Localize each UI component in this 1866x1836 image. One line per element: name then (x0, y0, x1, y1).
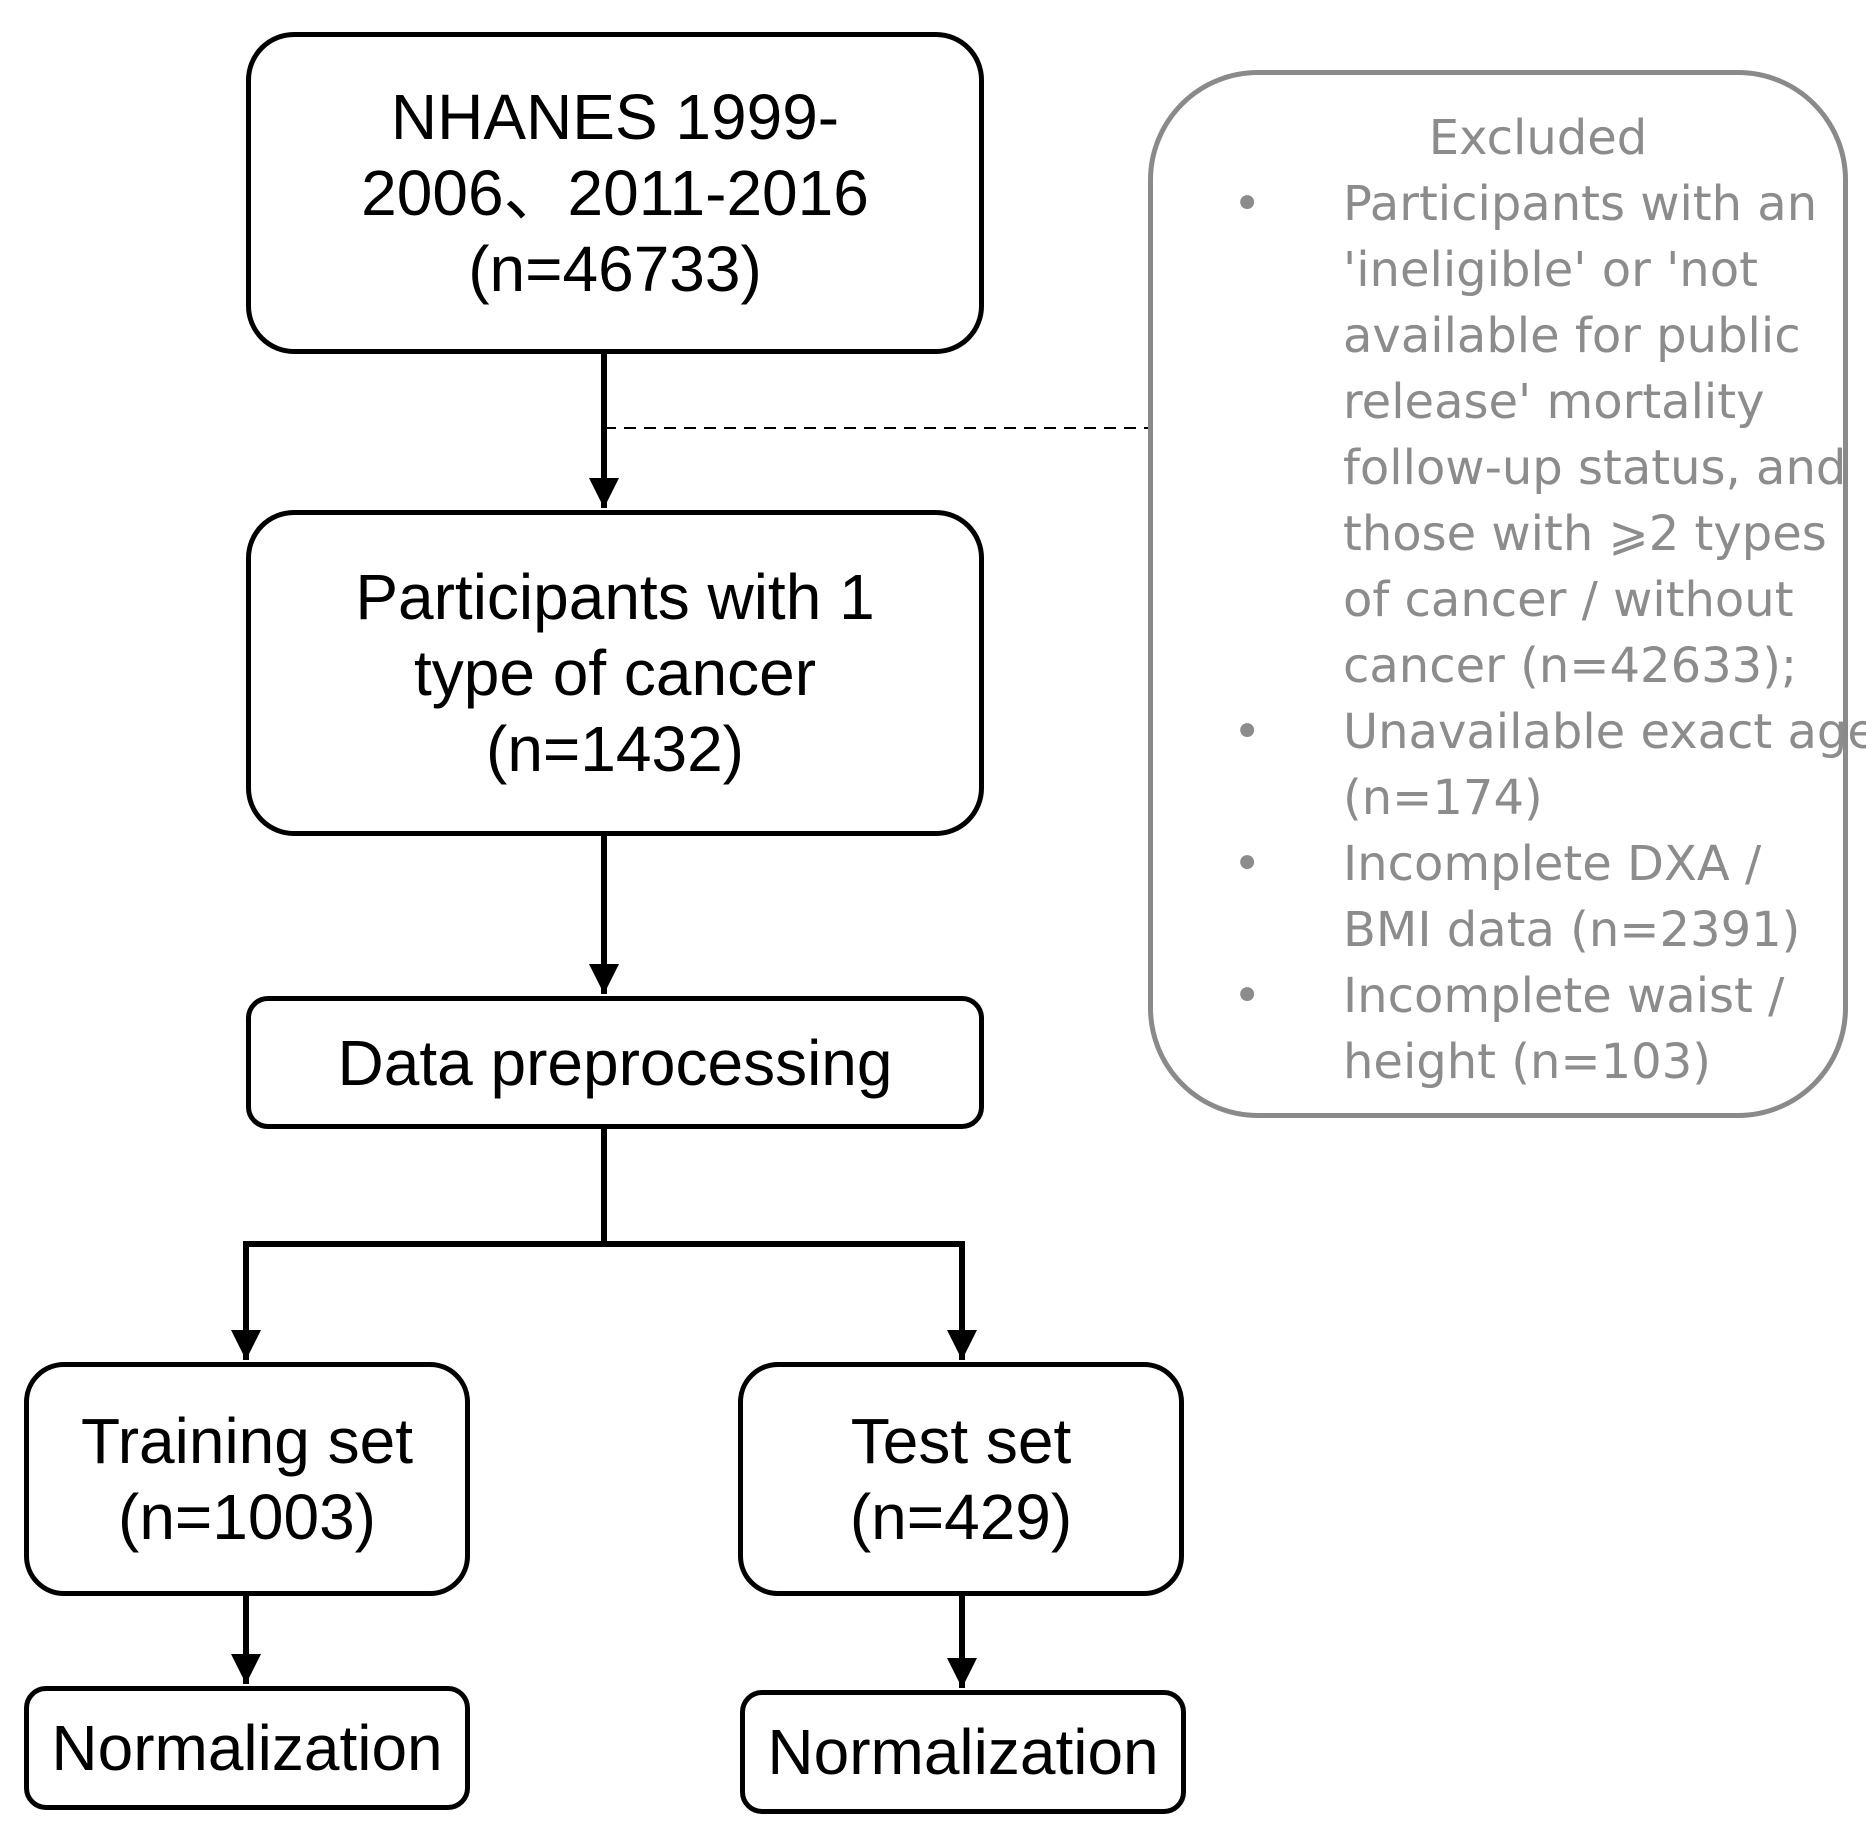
nhanes-line-2: 2006、2011-2016 (361, 157, 869, 229)
excluded-box: Excluded • Participants with an 'ineligi… (1148, 70, 1866, 1118)
one-cancer-line-2: type of cancer (414, 637, 816, 709)
normalization-right-label: Normalization (767, 1716, 1159, 1788)
preprocessing-box: Data preprocessing (246, 996, 984, 1129)
nhanes-line-3: (n=46733) (468, 233, 762, 305)
normalization-right-box: Normalization (740, 1690, 1186, 1814)
excluded-item-1-line: those with ⩾2 types (1343, 506, 1827, 562)
excluded-item-1-line: available for public (1343, 308, 1801, 364)
excluded-list: • Participants with an 'ineligible' or '… (1193, 171, 1866, 1095)
excluded-item-2-line: Unavailable exact age (1343, 704, 1866, 760)
one-cancer-line-3: (n=1432) (486, 713, 744, 785)
bullet-icon: • (1233, 176, 1262, 232)
preprocessing-label: Data preprocessing (337, 1026, 893, 1099)
excluded-item-3-line: Incomplete DXA / (1343, 836, 1762, 892)
bullet-icon: • (1233, 836, 1262, 892)
excluded-item-1-line: follow-up status, and (1343, 440, 1847, 496)
nhanes-box: NHANES 1999- 2006、2011-2016 (n=46733) (246, 32, 984, 354)
excluded-item: • Unavailable exact age (n=174) (1193, 699, 1866, 831)
excluded-item-2-line: (n=174) (1343, 770, 1543, 826)
excluded-item-3-line: BMI data (n=2391) (1343, 902, 1801, 958)
one-cancer-box: Participants with 1 type of cancer (n=14… (246, 510, 984, 836)
training-set-box: Training set (n=1003) (24, 1362, 470, 1596)
test-set-box: Test set (n=429) (738, 1362, 1184, 1596)
bullet-icon: • (1233, 704, 1262, 760)
training-line-2: (n=1003) (118, 1481, 376, 1553)
excluded-title: Excluded (1428, 110, 1648, 166)
normalization-left-box: Normalization (24, 1686, 470, 1810)
training-line-1: Training set (81, 1405, 413, 1477)
nhanes-line-1: NHANES 1999- (390, 81, 840, 153)
excluded-item-4-line: height (n=103) (1343, 1034, 1711, 1090)
excluded-item-1-line: 'ineligible' or 'not (1343, 242, 1758, 298)
test-line-1: Test set (850, 1405, 1072, 1477)
excluded-item-1-line: of cancer / without (1343, 572, 1794, 628)
excluded-item: • Participants with an 'ineligible' or '… (1193, 171, 1847, 699)
test-line-2: (n=429) (849, 1481, 1073, 1553)
normalization-left-label: Normalization (51, 1712, 443, 1784)
excluded-item: • Incomplete DXA / BMI data (n=2391) (1193, 831, 1813, 963)
excluded-item-1-line: release' mortality (1343, 374, 1765, 430)
bullet-icon: • (1233, 968, 1262, 1024)
excluded-item-4-line: Incomplete waist / (1343, 968, 1785, 1024)
one-cancer-line-1: Participants with 1 (355, 561, 875, 633)
excluded-item: • Incomplete waist / height (n=103) (1193, 963, 1813, 1095)
excluded-item-1-line: Participants with an (1343, 176, 1818, 232)
split-connector (246, 1127, 607, 1247)
excluded-item-1-line: cancer (n=42633); (1343, 638, 1798, 694)
